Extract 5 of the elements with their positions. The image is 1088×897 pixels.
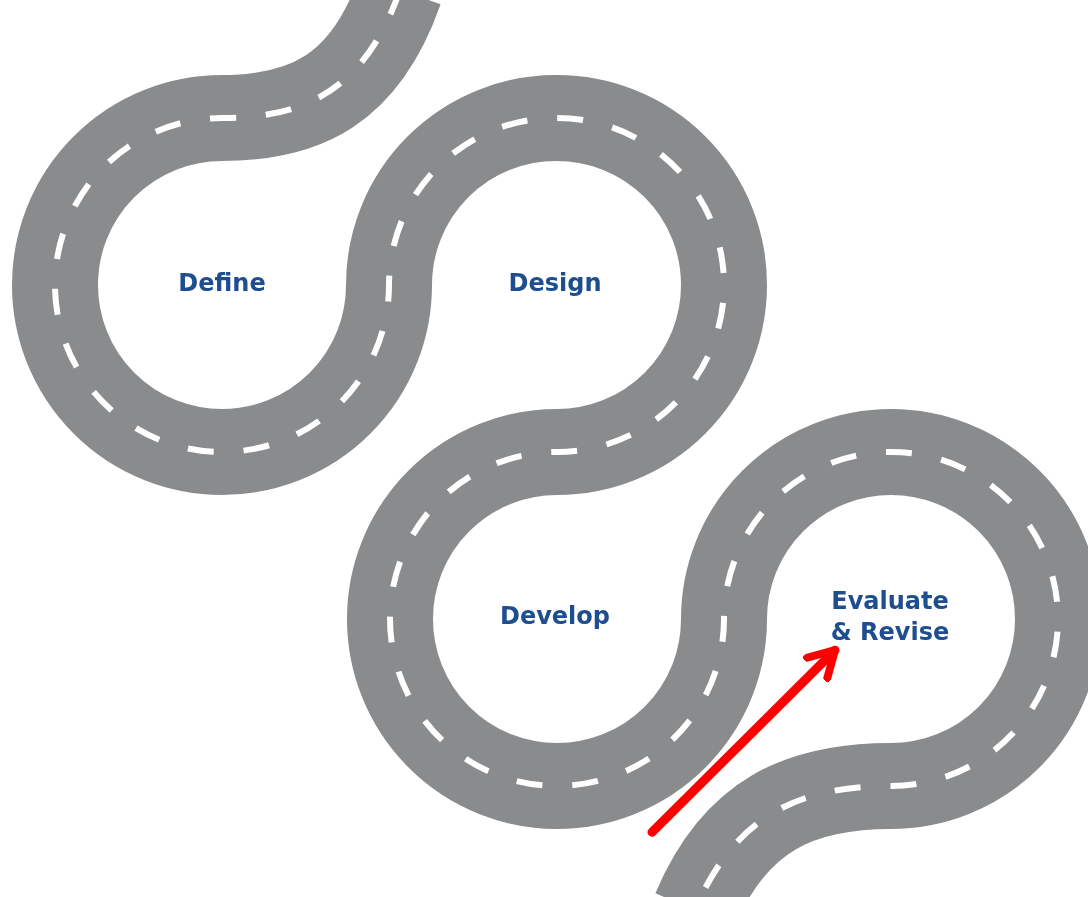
- stage-label: Define: [152, 268, 292, 300]
- stage-label: Evaluate & Revise: [825, 585, 955, 649]
- stage-label: Design: [485, 268, 625, 300]
- stage-label: Develop: [480, 601, 630, 633]
- arrow: [647, 645, 840, 837]
